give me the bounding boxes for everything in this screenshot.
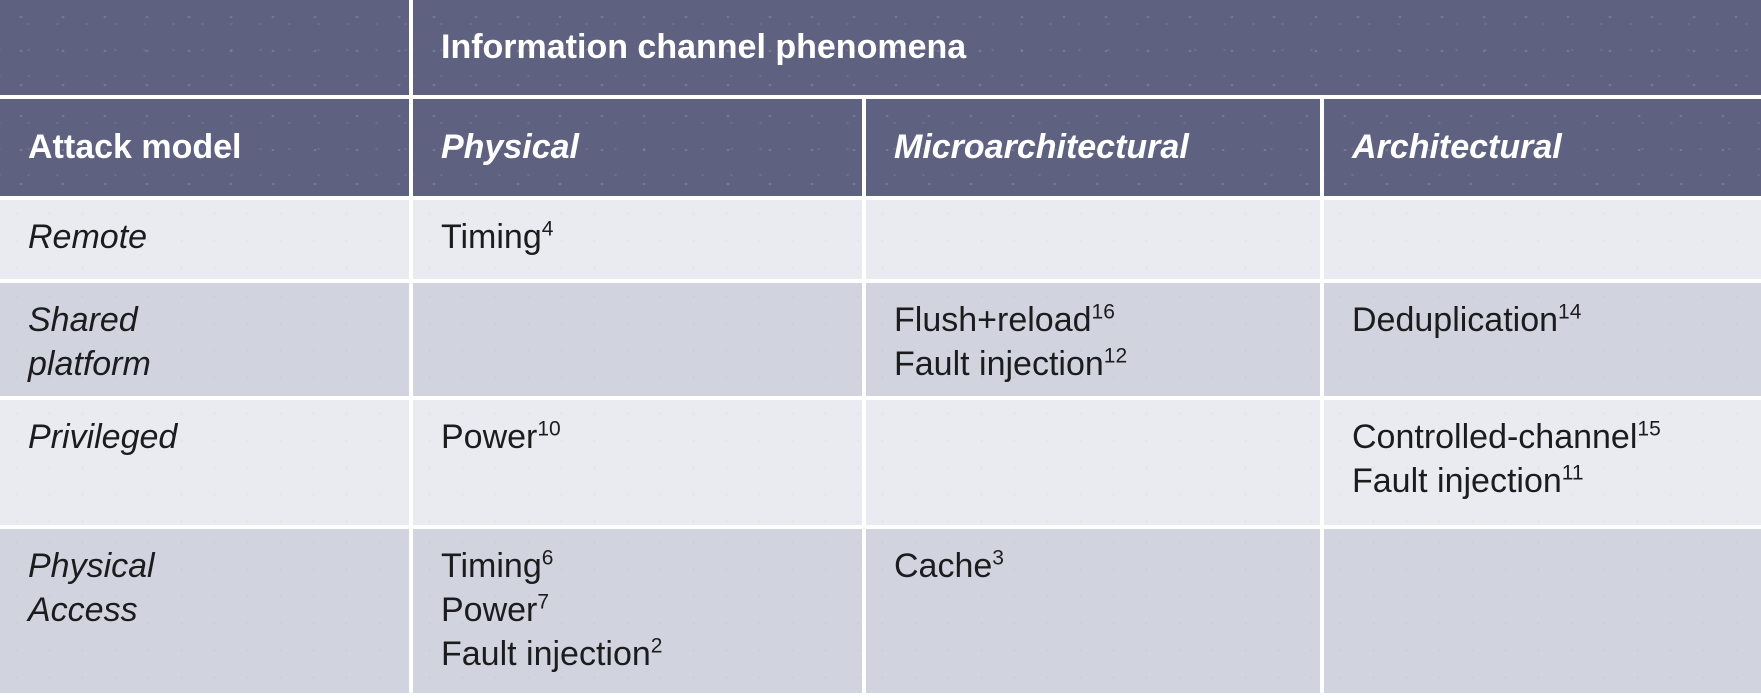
row-label-line: platform — [28, 345, 151, 383]
citation-superscript: 4 — [541, 217, 554, 241]
cell-entry: Fault injection12 — [894, 344, 1128, 383]
cell-privileged-microarchitectural — [866, 400, 1320, 525]
cell-remote-architectural — [1324, 200, 1761, 279]
citation-superscript: 14 — [1558, 300, 1582, 324]
cell-entry: Deduplication14 — [1352, 300, 1582, 339]
column-header-architectural: Architectural — [1324, 99, 1761, 196]
cell-entry: Fault injection2 — [441, 634, 663, 673]
row-label-line: Access — [28, 591, 138, 629]
citation-superscript: 7 — [537, 590, 550, 614]
cell-entry: Timing4 — [441, 217, 554, 256]
citation-superscript: 2 — [650, 634, 663, 658]
cell-entry: Power10 — [441, 417, 561, 456]
cell-privileged-physical: Power10 — [413, 400, 862, 525]
cell-remote-microarchitectural — [866, 200, 1320, 279]
row-header-shared-platform: Shared platform — [0, 283, 409, 396]
cell-entry: Timing6 — [441, 546, 554, 585]
row-label-line: Remote — [28, 218, 148, 256]
column-header-physical: Physical — [413, 99, 862, 196]
citation-superscript: 3 — [992, 546, 1004, 570]
citation-superscript: 6 — [541, 546, 554, 570]
citation-superscript: 15 — [1637, 417, 1661, 441]
row-header-remote: Remote — [0, 200, 409, 279]
column-header-label: Physical — [441, 128, 579, 166]
cell-shared-platform-physical — [413, 283, 862, 396]
cell-entry: Power7 — [441, 590, 550, 629]
cell-entry: Controlled-channel15 — [1352, 417, 1661, 456]
corner-cell — [0, 0, 409, 95]
cell-shared-platform-architectural: Deduplication14 — [1324, 283, 1761, 396]
citation-superscript: 10 — [537, 417, 561, 441]
citation-superscript: 16 — [1091, 300, 1115, 324]
row-label-line: Physical — [28, 547, 155, 585]
column-header-microarchitectural: Microarchitectural — [866, 99, 1320, 196]
column-header-label: Attack model — [28, 128, 242, 166]
cell-physical-access-microarchitectural: Cache3 — [866, 529, 1320, 693]
span-header-label: Information channel phenomena — [441, 28, 967, 66]
cell-entry: Fault injection11 — [1352, 461, 1584, 500]
row-label-line: Shared — [28, 301, 138, 339]
column-header-label: Microarchitectural — [894, 128, 1189, 166]
row-label-line: Privileged — [28, 418, 178, 456]
citation-superscript: 11 — [1561, 461, 1584, 485]
citation-superscript: 12 — [1103, 344, 1128, 368]
cell-physical-access-architectural — [1324, 529, 1761, 693]
column-header-label: Architectural — [1352, 128, 1562, 166]
cell-entry: Cache3 — [894, 546, 1004, 585]
cell-remote-physical: Timing4 — [413, 200, 862, 279]
span-header-cell: Information channel phenomena — [413, 0, 1761, 95]
column-header-attack-model: Attack model — [0, 99, 409, 196]
cell-entry: Flush+reload16 — [894, 300, 1115, 339]
row-header-privileged: Privileged — [0, 400, 409, 525]
